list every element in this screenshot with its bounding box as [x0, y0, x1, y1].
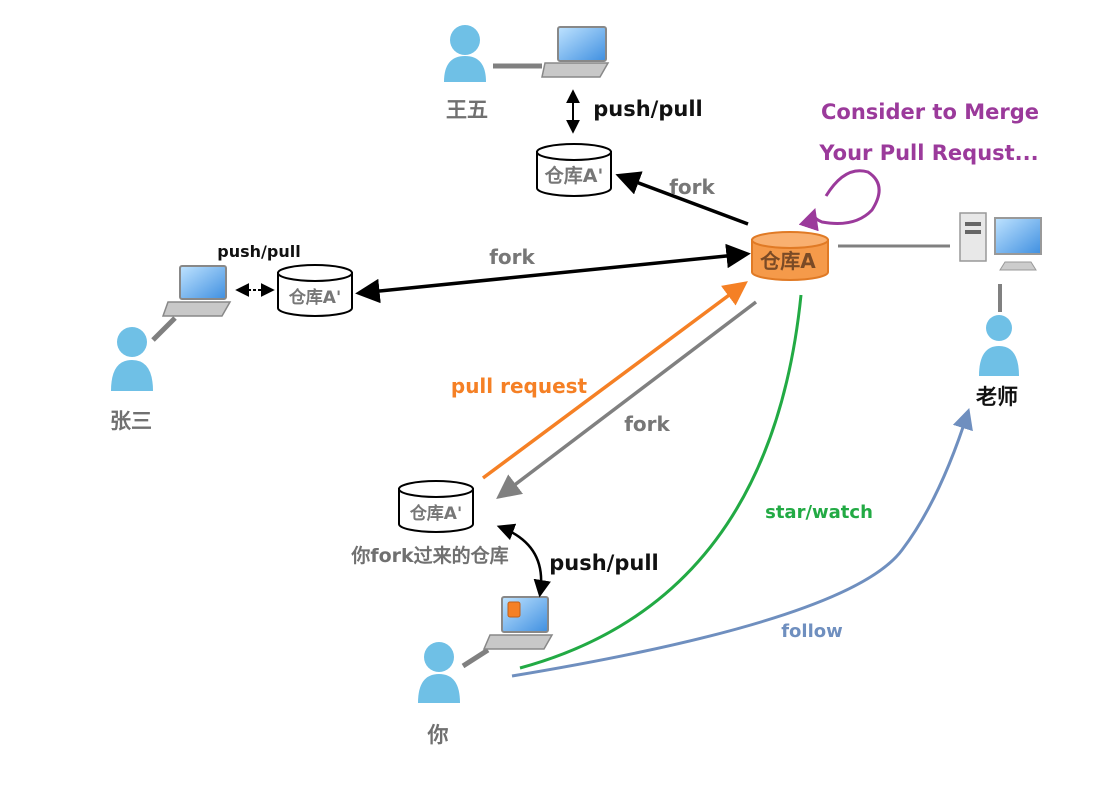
star-watch-curve [519, 294, 803, 670]
push-pull-arrow-you [496, 523, 551, 598]
repo-fork-you-cylinder [398, 480, 474, 533]
merge-consider-loop [798, 169, 881, 232]
fork-arrow-wangwu [615, 171, 749, 226]
annotation-line1: Consider to Merge [821, 100, 1039, 124]
repo-origin-label: 仓库A [759, 249, 816, 273]
repo-fork-wangwu-cylinder [536, 143, 612, 197]
fork-label-zhangsan: fork [489, 245, 535, 269]
laptop-zhangsan-icon [151, 265, 232, 342]
star-watch-label: star/watch [765, 502, 873, 523]
repo-origin-cylinder [751, 231, 829, 281]
person-teacher-label: 老师 [976, 385, 1018, 409]
person-you-label: 你 [427, 723, 449, 747]
repo-fork-zhangsan-label: 仓库A' [288, 287, 341, 308]
follow-label: follow [781, 621, 843, 642]
pull-request-label: pull request [451, 374, 588, 398]
repo-fork-you-caption: 你fork过来的仓库 [350, 544, 508, 567]
repo-fork-wangwu-label: 仓库A' [544, 164, 604, 187]
fork-arrow-you [496, 300, 758, 499]
follow-arrow [511, 407, 973, 678]
person-wangwu-label: 王五 [446, 98, 488, 122]
person-zhangsan-icon [111, 327, 153, 391]
person-teacher-icon [979, 315, 1019, 376]
person-zhangsan-label: 张三 [110, 409, 152, 433]
pull-request-arrow [481, 281, 748, 480]
laptop-you-icon [461, 596, 554, 669]
repo-fork-zhangsan-cylinder [277, 264, 353, 317]
laptop-wangwu-icon [493, 26, 610, 78]
server-computer-icon [959, 212, 1042, 271]
fork-arrow-zhangsan [355, 243, 751, 304]
push-pull-label-zhangsan: push/pull [217, 242, 300, 261]
annotation-line2: Your Pull Requst... [818, 141, 1038, 165]
fork-label-you: fork [624, 412, 670, 436]
push-pull-label-you: push/pull [549, 551, 658, 575]
person-you-icon [418, 642, 460, 703]
person-wangwu-icon [444, 25, 486, 82]
push-pull-label-wangwu: push/pull [593, 97, 702, 121]
repo-fork-you-label: 仓库A' [409, 503, 462, 524]
fork-label-wangwu: fork [669, 175, 715, 199]
